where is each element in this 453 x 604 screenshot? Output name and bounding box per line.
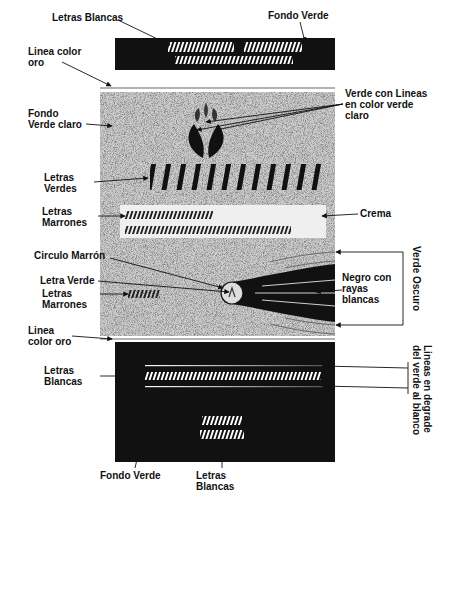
placeholder-text <box>244 42 302 52</box>
callout-label: Fondo Verde claro <box>28 108 88 130</box>
callout-label: Letra Verde <box>40 275 102 286</box>
top-band <box>115 38 335 70</box>
middle-panel <box>100 92 335 336</box>
gold-line <box>100 87 335 89</box>
green-letter <box>229 288 235 297</box>
callout-label: Letras Blancas <box>44 365 100 387</box>
callout-label: Letras Verdes <box>44 172 96 194</box>
placeholder-text <box>200 430 244 439</box>
bottom-band <box>115 342 335 462</box>
callout-label: Linea color oro <box>28 325 76 347</box>
callout-label: Linea color oro <box>28 46 88 68</box>
placeholder-text <box>125 211 213 219</box>
placeholder-text <box>145 372 321 380</box>
callout-label: Verde con Lineas en color verde claro <box>345 88 437 122</box>
gradient-line <box>145 365 323 366</box>
gradient-line <box>145 386 323 387</box>
callout-label: Letras Marrones <box>42 288 100 310</box>
leaf-emblem <box>188 103 223 158</box>
bracket-line <box>408 362 409 394</box>
placeholder-text <box>125 226 291 234</box>
placeholder-text <box>168 42 234 52</box>
callout-label: Lineas en degrade del verde al blanco <box>411 345 433 445</box>
speckle-texture <box>100 92 335 336</box>
placeholder-text <box>128 290 160 298</box>
bracket-line <box>403 252 404 325</box>
callout-label: Crema <box>360 208 410 219</box>
placeholder-text <box>175 56 293 64</box>
callout-label: Negro con rayas blancas <box>342 272 400 306</box>
callout-label: Fondo Verde <box>268 10 348 21</box>
placeholder-text <box>202 416 242 425</box>
white-stripes <box>255 280 335 306</box>
callout-label: Letras Blancas <box>52 12 132 23</box>
callout-label: Letras Blancas <box>196 470 266 492</box>
cream-box <box>120 205 326 238</box>
black-comet-shape <box>232 264 335 322</box>
callout-label: Letras Marrones <box>42 206 98 228</box>
callout-label: Circulo Marrón <box>34 250 114 261</box>
leader-lines <box>62 20 408 468</box>
callout-label: Fondo Verde <box>100 470 170 481</box>
brown-circle <box>221 282 243 304</box>
gold-line <box>100 338 335 340</box>
callout-label: Verde Oscuro <box>411 246 422 336</box>
placeholder-text <box>150 164 322 190</box>
